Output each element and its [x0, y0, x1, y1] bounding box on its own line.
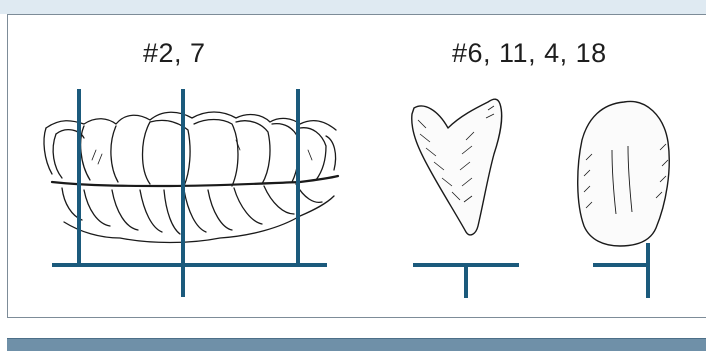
guide-lines: [52, 89, 648, 298]
canine-drawing: [412, 99, 502, 235]
incisor-drawing: [578, 101, 670, 246]
dentition-drawing: [44, 112, 338, 243]
